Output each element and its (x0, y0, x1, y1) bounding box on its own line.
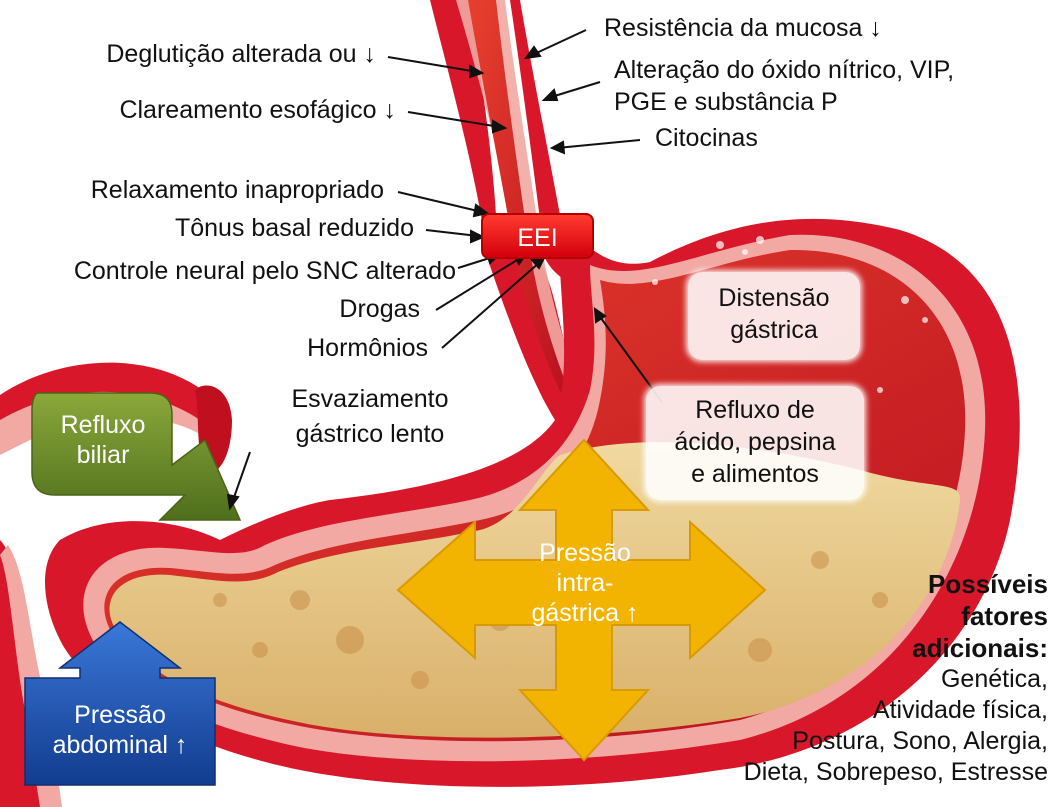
label-mucosal-resistance: Resistência da mucosa ↓ (604, 14, 882, 42)
label-emptying-line1: Esvaziamento (265, 385, 475, 413)
reflux-line3: e alimentos (646, 458, 864, 490)
label-reduced-basal-tone: Tônus basal reduzido (175, 214, 414, 242)
label-hormones: Hormônios (307, 334, 428, 362)
reflux-line2: ácido, pepsina (646, 426, 864, 458)
factors-title-line2: fatores (744, 600, 1048, 632)
label-nitric-oxide-line1: Alteração do óxido nítrico, VIP, (614, 56, 954, 84)
pressure-intra-line2: intra- (510, 568, 660, 598)
label-emptying-line2: gástrico lento (265, 420, 475, 448)
pressure-intra-line1: Pressão (510, 538, 660, 568)
label-cytokines: Citocinas (655, 124, 758, 152)
factors-title-line3: adicionais: (744, 632, 1048, 664)
distension-line1: Distensão (688, 272, 860, 314)
additional-factors: Possíveis fatores adicionais: Genética, … (744, 568, 1048, 788)
distension-line2: gástrica (688, 314, 860, 346)
bile-line1: Refluxo (38, 410, 168, 440)
factors-item-line1: Genética, (744, 664, 1048, 695)
label-esophageal-clearance: Clareamento esofágico ↓ (119, 96, 396, 124)
abdominal-pressure-label: Pressão abdominal ↑ (25, 700, 215, 760)
factors-title-line1: Possíveis (744, 568, 1048, 600)
bile-reflux-label: Refluxo biliar (38, 410, 168, 470)
les-box: EEI (481, 213, 594, 259)
pressure-abd-line1: Pressão (25, 700, 215, 730)
bile-line2: biliar (38, 440, 168, 470)
gastric-distension-box: Distensão gástrica (688, 272, 860, 360)
pressure-abd-line2: abdominal ↑ (25, 730, 215, 760)
pressure-intra-line3: gástrica ↑ (510, 598, 660, 628)
factors-item-line2: Atividade física, (744, 695, 1048, 726)
factors-item-line4: Dieta, Sobrepeso, Estresse (744, 757, 1048, 788)
acid-reflux-box: Refluxo de ácido, pepsina e alimentos (646, 386, 864, 500)
reflux-line1: Refluxo de (646, 386, 864, 426)
label-drugs: Drogas (339, 295, 420, 323)
label-deglutition: Deglutição alterada ou ↓ (106, 40, 376, 68)
label-altered-neural-control: Controle neural pelo SNC alterado (74, 257, 456, 285)
label-nitric-oxide-line2: PGE e substância P (614, 88, 838, 116)
factors-item-line3: Postura, Sono, Alergia, (744, 726, 1048, 757)
label-inappropriate-relaxation: Relaxamento inapropriado (91, 176, 384, 204)
intragastric-pressure-label: Pressão intra- gástrica ↑ (510, 538, 660, 628)
